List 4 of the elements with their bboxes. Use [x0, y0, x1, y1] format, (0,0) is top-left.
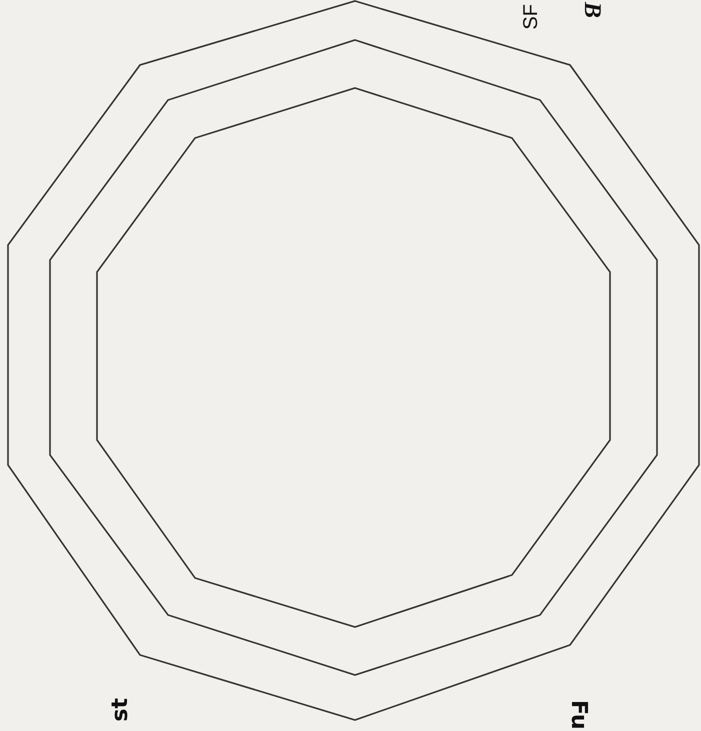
text-fragment: SF [520, 4, 543, 30]
text-fragment: st [108, 698, 133, 722]
text-fragment: Fu [566, 700, 591, 730]
text-fragment: B [578, 2, 605, 18]
